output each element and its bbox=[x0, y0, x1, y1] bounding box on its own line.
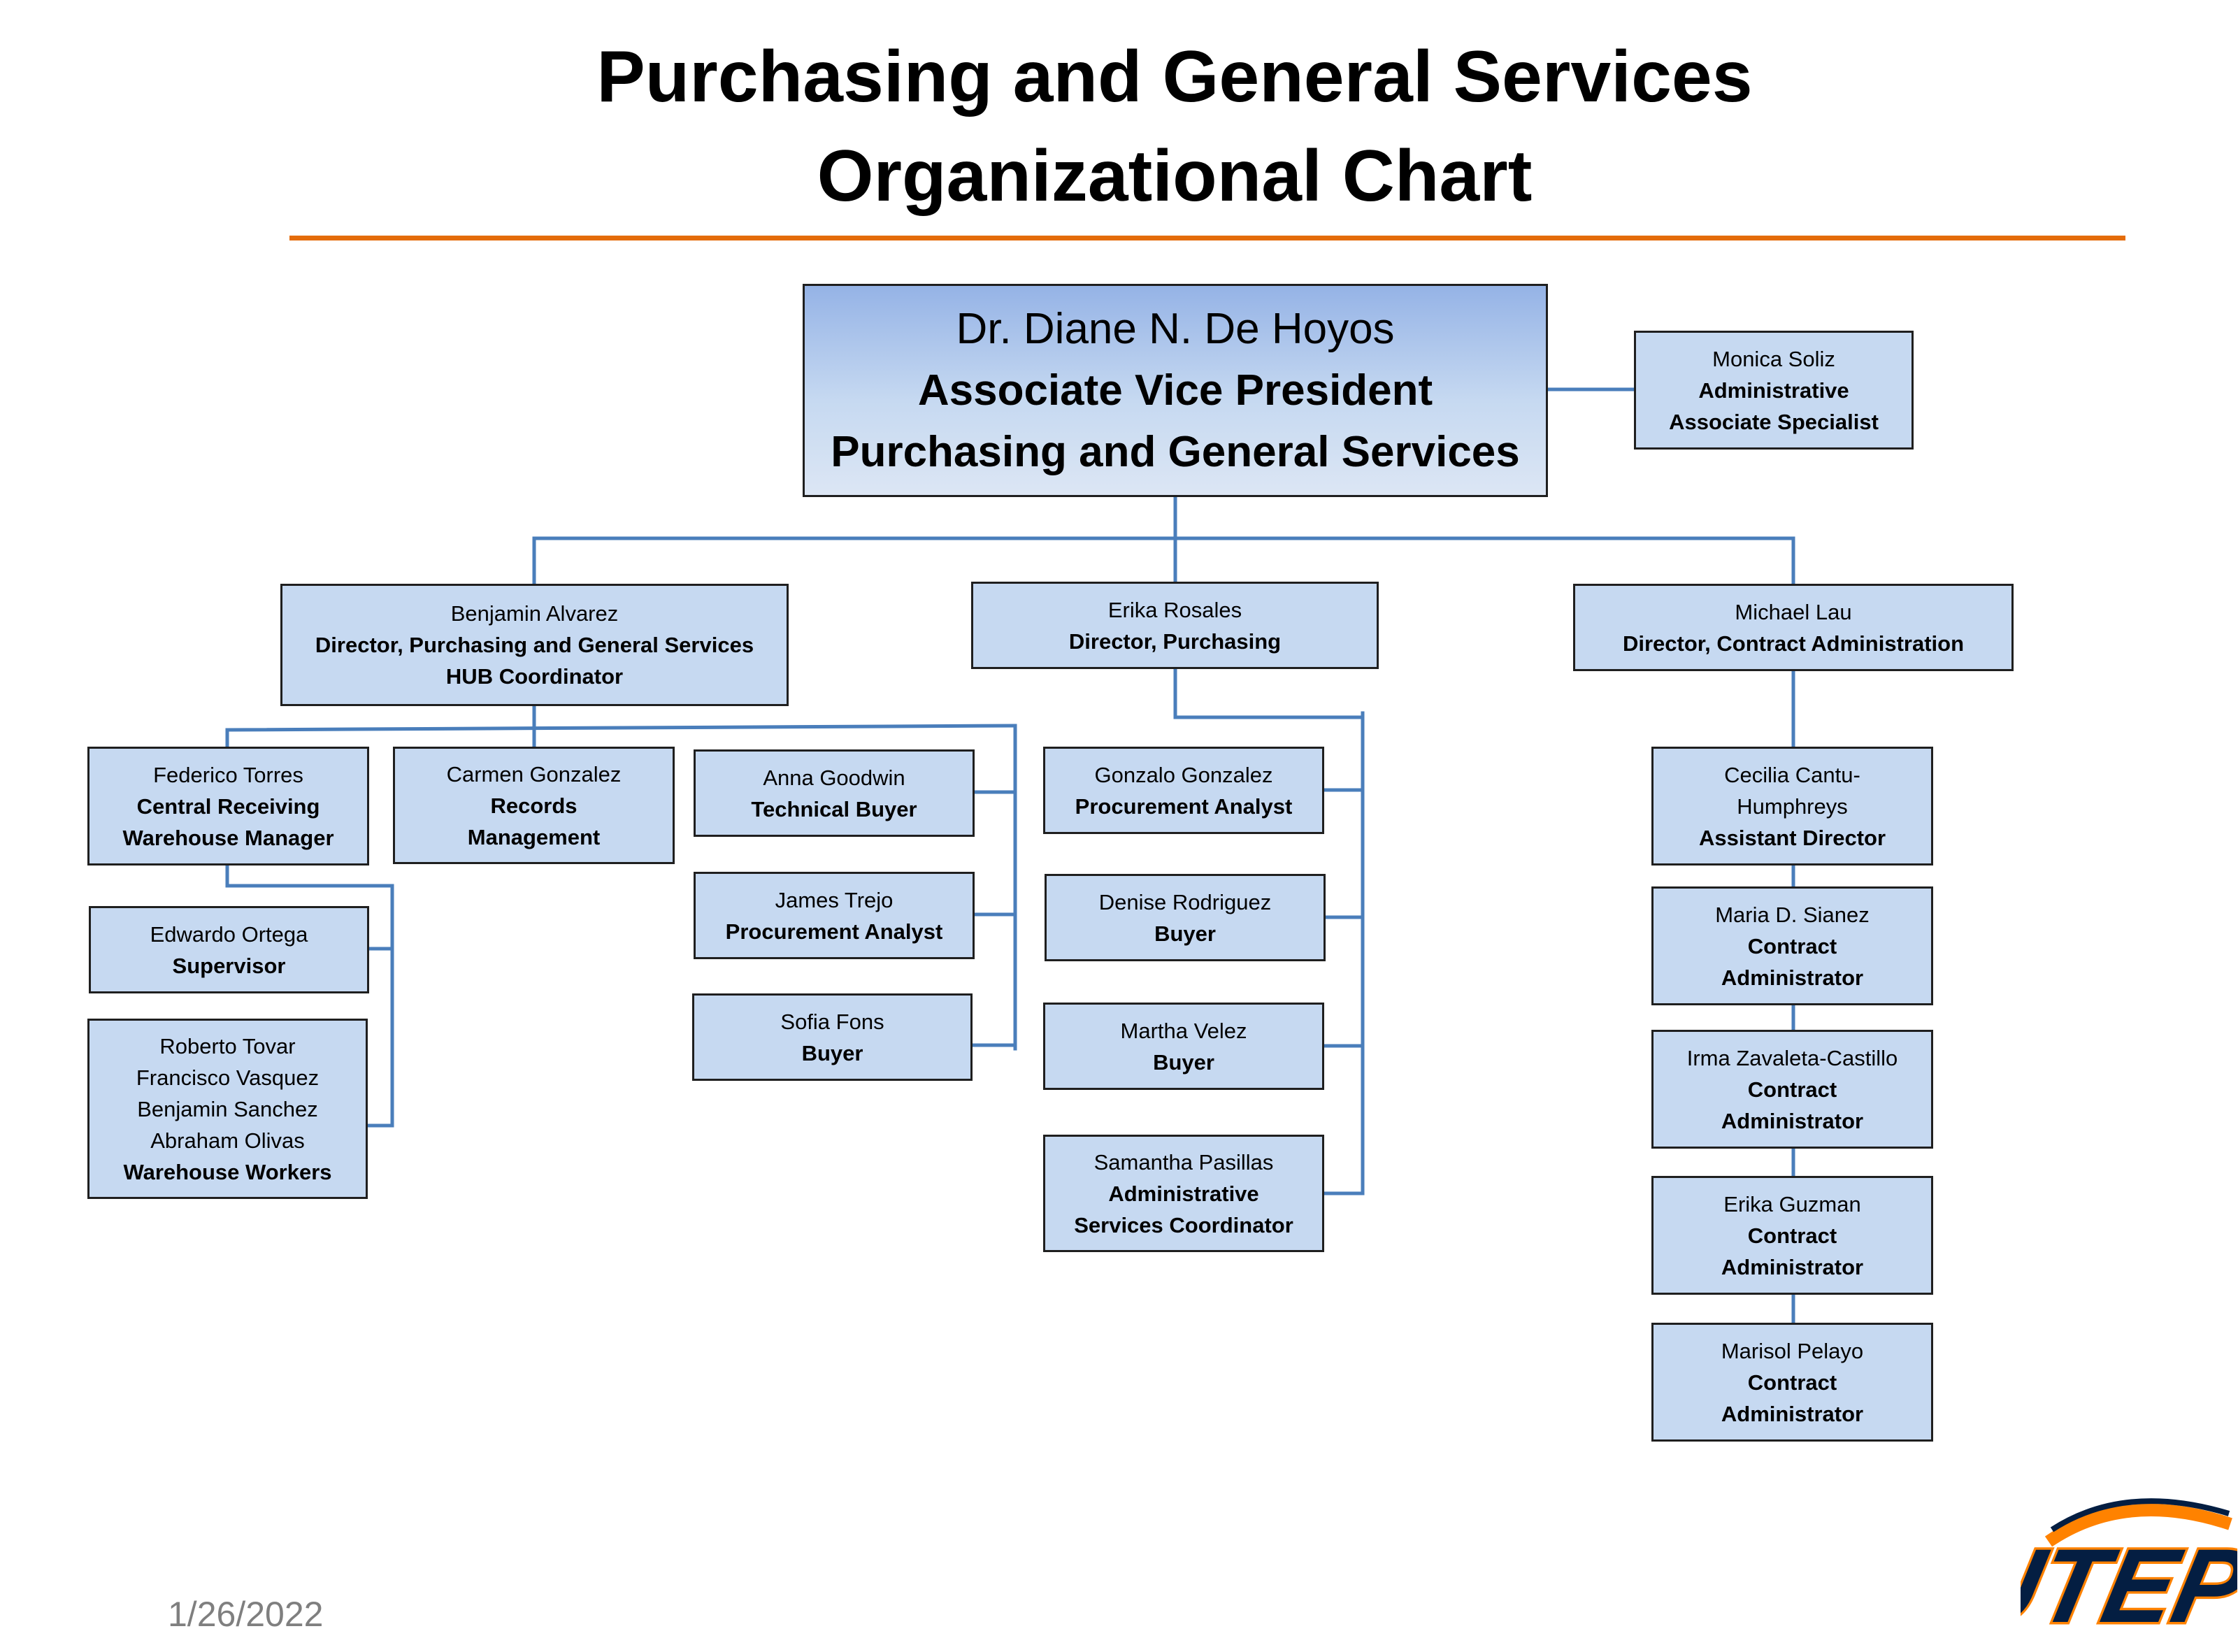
org-box-erika-rosales: Erika Rosales Director, Purchasing bbox=[971, 582, 1379, 669]
job-title: Warehouse Workers bbox=[123, 1159, 332, 1184]
title-divider bbox=[289, 236, 2125, 240]
connector-benjamin-bar bbox=[225, 724, 1017, 732]
org-box-carmen-gonzalez: Carmen Gonzalez Records Management bbox=[393, 747, 675, 864]
person-name: Marisol Pelayo bbox=[1721, 1338, 1864, 1363]
job-title: Director, Contract Administration bbox=[1622, 631, 1965, 656]
person-name: Benjamin Sanchez bbox=[137, 1096, 318, 1121]
org-box-maria-sianez: Maria D. Sianez Contract Administrator bbox=[1651, 886, 1933, 1005]
job-title: Supervisor bbox=[172, 953, 286, 978]
person-name: Martha Velez bbox=[1120, 1018, 1247, 1043]
org-box-james-trejo: James Trejo Procurement Analyst bbox=[694, 872, 975, 959]
person-name: Roberto Tovar bbox=[159, 1033, 296, 1058]
person-name: Benjamin Alvarez bbox=[450, 601, 619, 626]
job-title: Technical Buyer bbox=[751, 796, 917, 821]
org-box-benjamin-alvarez: Benjamin Alvarez Director, Purchasing an… bbox=[280, 584, 789, 706]
org-box-gonzalo-gonzalez: Gonzalo Gonzalez Procurement Analyst bbox=[1043, 747, 1324, 834]
person-name: Sofia Fons bbox=[780, 1009, 884, 1034]
org-box-edwardo-ortega: Edwardo Ortega Supervisor bbox=[89, 906, 369, 993]
job-title: HUB Coordinator bbox=[445, 664, 624, 689]
org-box-martha-velez: Martha Velez Buyer bbox=[1043, 1003, 1324, 1090]
job-title: Contract bbox=[1747, 1370, 1837, 1395]
person-name: Denise Rodriguez bbox=[1098, 889, 1272, 914]
job-title: Associate Vice President bbox=[917, 366, 1433, 415]
job-title: Director, Purchasing bbox=[1068, 629, 1282, 654]
person-name: Michael Lau bbox=[1735, 599, 1852, 624]
org-box-irma-zavaleta-castillo: Irma Zavaleta-Castillo Contract Administ… bbox=[1651, 1030, 1933, 1149]
job-title: Procurement Analyst bbox=[1075, 793, 1293, 819]
person-name: Maria D. Sianez bbox=[1715, 902, 1870, 927]
chart-title-line-1: Purchasing and General Services bbox=[596, 36, 1753, 117]
person-name: Dr. Diane N. De Hoyos bbox=[956, 304, 1395, 353]
job-title: Director, Purchasing and General Service… bbox=[315, 633, 754, 657]
person-name: Samantha Pasillas bbox=[1093, 1149, 1274, 1175]
job-title: Assistant Director bbox=[1698, 825, 1886, 850]
person-name: Federico Torres bbox=[153, 762, 303, 787]
org-box-federico-torres: Federico Torres Central Receiving Wareho… bbox=[87, 747, 369, 865]
person-name: Humphreys bbox=[1737, 793, 1848, 819]
org-box-erika-guzman: Erika Guzman Contract Administrator bbox=[1651, 1176, 1933, 1295]
job-title: Administrative bbox=[1108, 1181, 1259, 1206]
job-title: Administrator bbox=[1721, 1108, 1864, 1133]
org-box-monica-soliz: Monica Soliz Administrative Associate Sp… bbox=[1634, 331, 1914, 450]
org-box-denise-rodriguez: Denise Rodriguez Buyer bbox=[1045, 874, 1326, 961]
job-title: Buyer bbox=[1154, 921, 1216, 946]
person-name: Edwardo Ortega bbox=[150, 921, 308, 947]
org-box-samantha-pasillas: Samantha Pasillas Administrative Service… bbox=[1043, 1135, 1324, 1252]
job-title: Central Receiving bbox=[136, 793, 320, 819]
person-name: James Trejo bbox=[775, 887, 894, 912]
person-name: Carmen Gonzalez bbox=[446, 761, 622, 787]
job-title: Records bbox=[490, 793, 578, 818]
org-box-michael-lau: Michael Lau Director, Contract Administr… bbox=[1573, 584, 2014, 671]
utep-logo-text: UTEP bbox=[2021, 1528, 2237, 1643]
person-name: Monica Soliz bbox=[1712, 346, 1835, 371]
job-title: Associate Specialist bbox=[1669, 409, 1879, 434]
org-box-sofia-fons: Sofia Fons Buyer bbox=[692, 993, 973, 1081]
org-box-warehouse-workers: Roberto Tovar Francisco Vasquez Benjamin… bbox=[87, 1019, 368, 1199]
person-name: Erika Guzman bbox=[1723, 1191, 1861, 1216]
chart-title-line-2: Organizational Chart bbox=[817, 136, 1533, 217]
person-name: Gonzalo Gonzalez bbox=[1094, 762, 1273, 787]
org-box-cecilia-cantu-humphreys: Cecilia Cantu- Humphreys Assistant Direc… bbox=[1651, 747, 1933, 865]
job-title: Contract bbox=[1747, 1223, 1837, 1248]
job-title: Procurement Analyst bbox=[725, 919, 943, 944]
job-title: Purchasing and General Services bbox=[831, 427, 1520, 476]
person-name: Irma Zavaleta-Castillo bbox=[1686, 1045, 1898, 1070]
job-title: Administrator bbox=[1721, 1254, 1864, 1279]
job-title: Administrator bbox=[1721, 1401, 1864, 1426]
person-name: Cecilia Cantu- bbox=[1724, 762, 1860, 787]
job-title: Administrator bbox=[1721, 965, 1864, 990]
job-title: Services Coordinator bbox=[1074, 1212, 1293, 1237]
job-title: Buyer bbox=[1153, 1049, 1214, 1075]
job-title: Management bbox=[467, 824, 601, 849]
person-name: Francisco Vasquez bbox=[136, 1065, 320, 1090]
org-box-associate-vice-president: Dr. Diane N. De Hoyos Associate Vice Pre… bbox=[803, 284, 1548, 497]
job-title: Warehouse Manager bbox=[122, 825, 334, 850]
utep-logo: UTEP bbox=[2021, 1498, 2237, 1643]
job-title: Contract bbox=[1747, 1077, 1837, 1102]
job-title: Buyer bbox=[801, 1040, 863, 1065]
person-name: Anna Goodwin bbox=[763, 765, 905, 790]
person-name: Abraham Olivas bbox=[150, 1128, 305, 1153]
document-date: 1/26/2022 bbox=[168, 1595, 324, 1634]
person-name: Erika Rosales bbox=[1107, 597, 1242, 622]
org-box-anna-goodwin: Anna Goodwin Technical Buyer bbox=[694, 749, 975, 837]
job-title: Administrative bbox=[1698, 378, 1849, 403]
org-box-marisol-pelayo: Marisol Pelayo Contract Administrator bbox=[1651, 1323, 1933, 1442]
job-title: Contract bbox=[1747, 933, 1837, 958]
